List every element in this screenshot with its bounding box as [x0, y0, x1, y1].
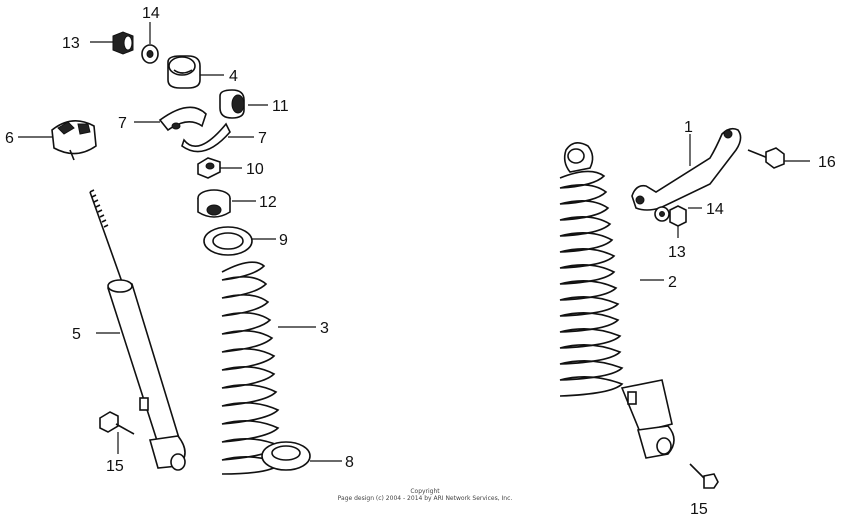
part-6-stopper: [51, 120, 97, 161]
part-10-rubber: [197, 157, 221, 179]
callout-14-left: 14: [142, 5, 160, 22]
part-9-ring: [203, 226, 253, 256]
callout-16: 16: [818, 154, 836, 171]
callout-3: 3: [320, 320, 329, 337]
copyright-heading: Copyright: [410, 488, 440, 495]
callout-15-left: 15: [106, 458, 124, 475]
part-11-collar: [219, 89, 245, 119]
callout-11: 11: [272, 98, 289, 115]
callout-13-right: 13: [668, 244, 686, 261]
part-16-bolt-right: [747, 147, 785, 169]
callout-1: 1: [684, 119, 693, 136]
part-13-cap-nut-left: [112, 31, 134, 55]
part-14-washer-left: [141, 44, 159, 64]
part-8-lower-ring: [261, 441, 311, 471]
copyright-notice: Page design (c) 2004 - 2014 by ARI Netwo…: [337, 495, 513, 502]
callout-4: 4: [229, 68, 238, 85]
callout-6: 6: [5, 130, 14, 147]
callout-5: 5: [72, 326, 81, 343]
callout-8: 8: [345, 454, 354, 471]
part-12-seat: [197, 189, 231, 218]
callout-15-right: 15: [690, 501, 708, 518]
part-15-bolt-right: [689, 463, 719, 489]
callout-13-left: 13: [62, 35, 80, 52]
part-13-cap-nut-right: [669, 205, 687, 227]
part-14-washer-right: [654, 206, 670, 222]
callout-12: 12: [259, 194, 277, 211]
callout-7-left: 7: [118, 115, 127, 132]
part-3-spring: [221, 261, 282, 475]
callout-14-right: 14: [706, 201, 724, 218]
part-5-damper: [89, 189, 186, 471]
part-15-bolt-left: [99, 411, 135, 435]
part-4-bushing: [167, 55, 201, 89]
callout-2: 2: [668, 274, 677, 291]
callout-9: 9: [279, 232, 288, 249]
part-7-collet-left: [158, 106, 207, 132]
callout-7-right: 7: [258, 130, 267, 147]
callout-10: 10: [246, 161, 264, 178]
part-7-collet-right: [181, 122, 231, 153]
part-1-bracket: [631, 127, 742, 211]
part-2-shock-assembly: [559, 142, 675, 459]
